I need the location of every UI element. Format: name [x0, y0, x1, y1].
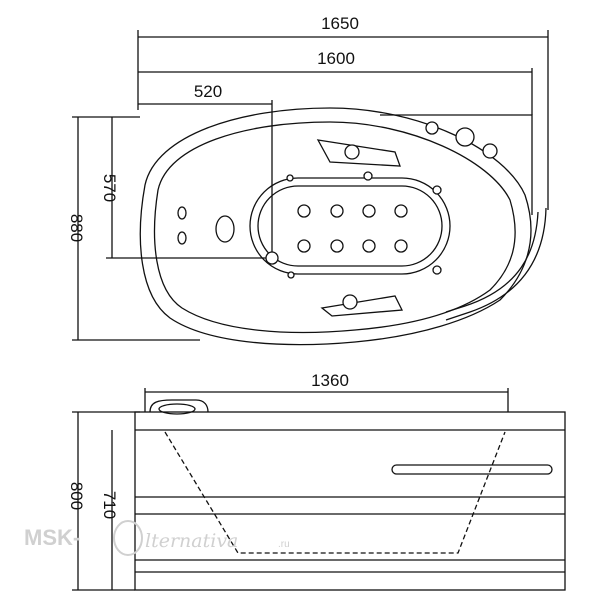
top-view [72, 30, 549, 346]
side-jet-large [215, 215, 235, 243]
deck-control [425, 121, 439, 135]
jet [297, 204, 311, 218]
deck-control [455, 127, 475, 147]
corner-rail-inner [445, 211, 539, 313]
dimension-570 [106, 117, 272, 259]
watermark-logo-icon [113, 520, 143, 556]
dimension-1600 [138, 68, 533, 115]
dimension-1360 [144, 388, 509, 412]
dim-label-880: 880 [67, 214, 86, 242]
deck-control [482, 143, 498, 159]
jet [297, 239, 311, 253]
jet [362, 204, 376, 218]
bath-basin [249, 177, 451, 275]
dim-label-1360: 1360 [311, 371, 349, 390]
bath-basin-inner [257, 185, 443, 267]
dimension-800 [72, 411, 140, 591]
dim-label-1650: 1650 [321, 14, 359, 33]
jet [330, 239, 344, 253]
side-view [72, 388, 566, 591]
dimension-520 [138, 100, 273, 258]
dim-label-1600: 1600 [317, 49, 355, 68]
dim-label-570: 570 [100, 174, 119, 202]
watermark-script: lternativa [145, 530, 238, 552]
small-jet [363, 171, 373, 181]
tub-outer-shell [139, 107, 532, 346]
headrest-jet [344, 144, 360, 160]
jets [177, 121, 498, 310]
small-jet [286, 174, 294, 182]
jet [330, 204, 344, 218]
drain [265, 251, 279, 265]
side-jet [177, 231, 187, 245]
apron-body [134, 411, 566, 591]
watermark: MSK- lternativa .ru [24, 520, 290, 556]
side-handle [391, 464, 553, 475]
watermark-left: MSK- [24, 525, 80, 550]
corner-rail [445, 207, 547, 321]
dimension-1650 [137, 30, 549, 210]
headrest-bottom [320, 295, 404, 317]
dim-label-710: 710 [100, 491, 119, 519]
tub-right-deck [380, 114, 533, 215]
headrest-jet [342, 294, 358, 310]
small-jet [432, 185, 442, 195]
dim-label-800: 800 [67, 482, 86, 510]
jet [362, 239, 376, 253]
tub-inner-rim [153, 121, 516, 334]
side-headrest [149, 399, 209, 413]
headrest-top [316, 139, 401, 167]
jet [394, 204, 408, 218]
small-jet [287, 271, 295, 279]
dimension-880 [72, 116, 200, 341]
dim-label-520: 520 [194, 82, 222, 101]
watermark-suffix: .ru [278, 539, 290, 550]
inner-bath-profile [164, 431, 506, 554]
side-jet [177, 206, 187, 220]
side-headrest-pad [158, 403, 196, 415]
small-jet [432, 265, 442, 275]
jet [394, 239, 408, 253]
